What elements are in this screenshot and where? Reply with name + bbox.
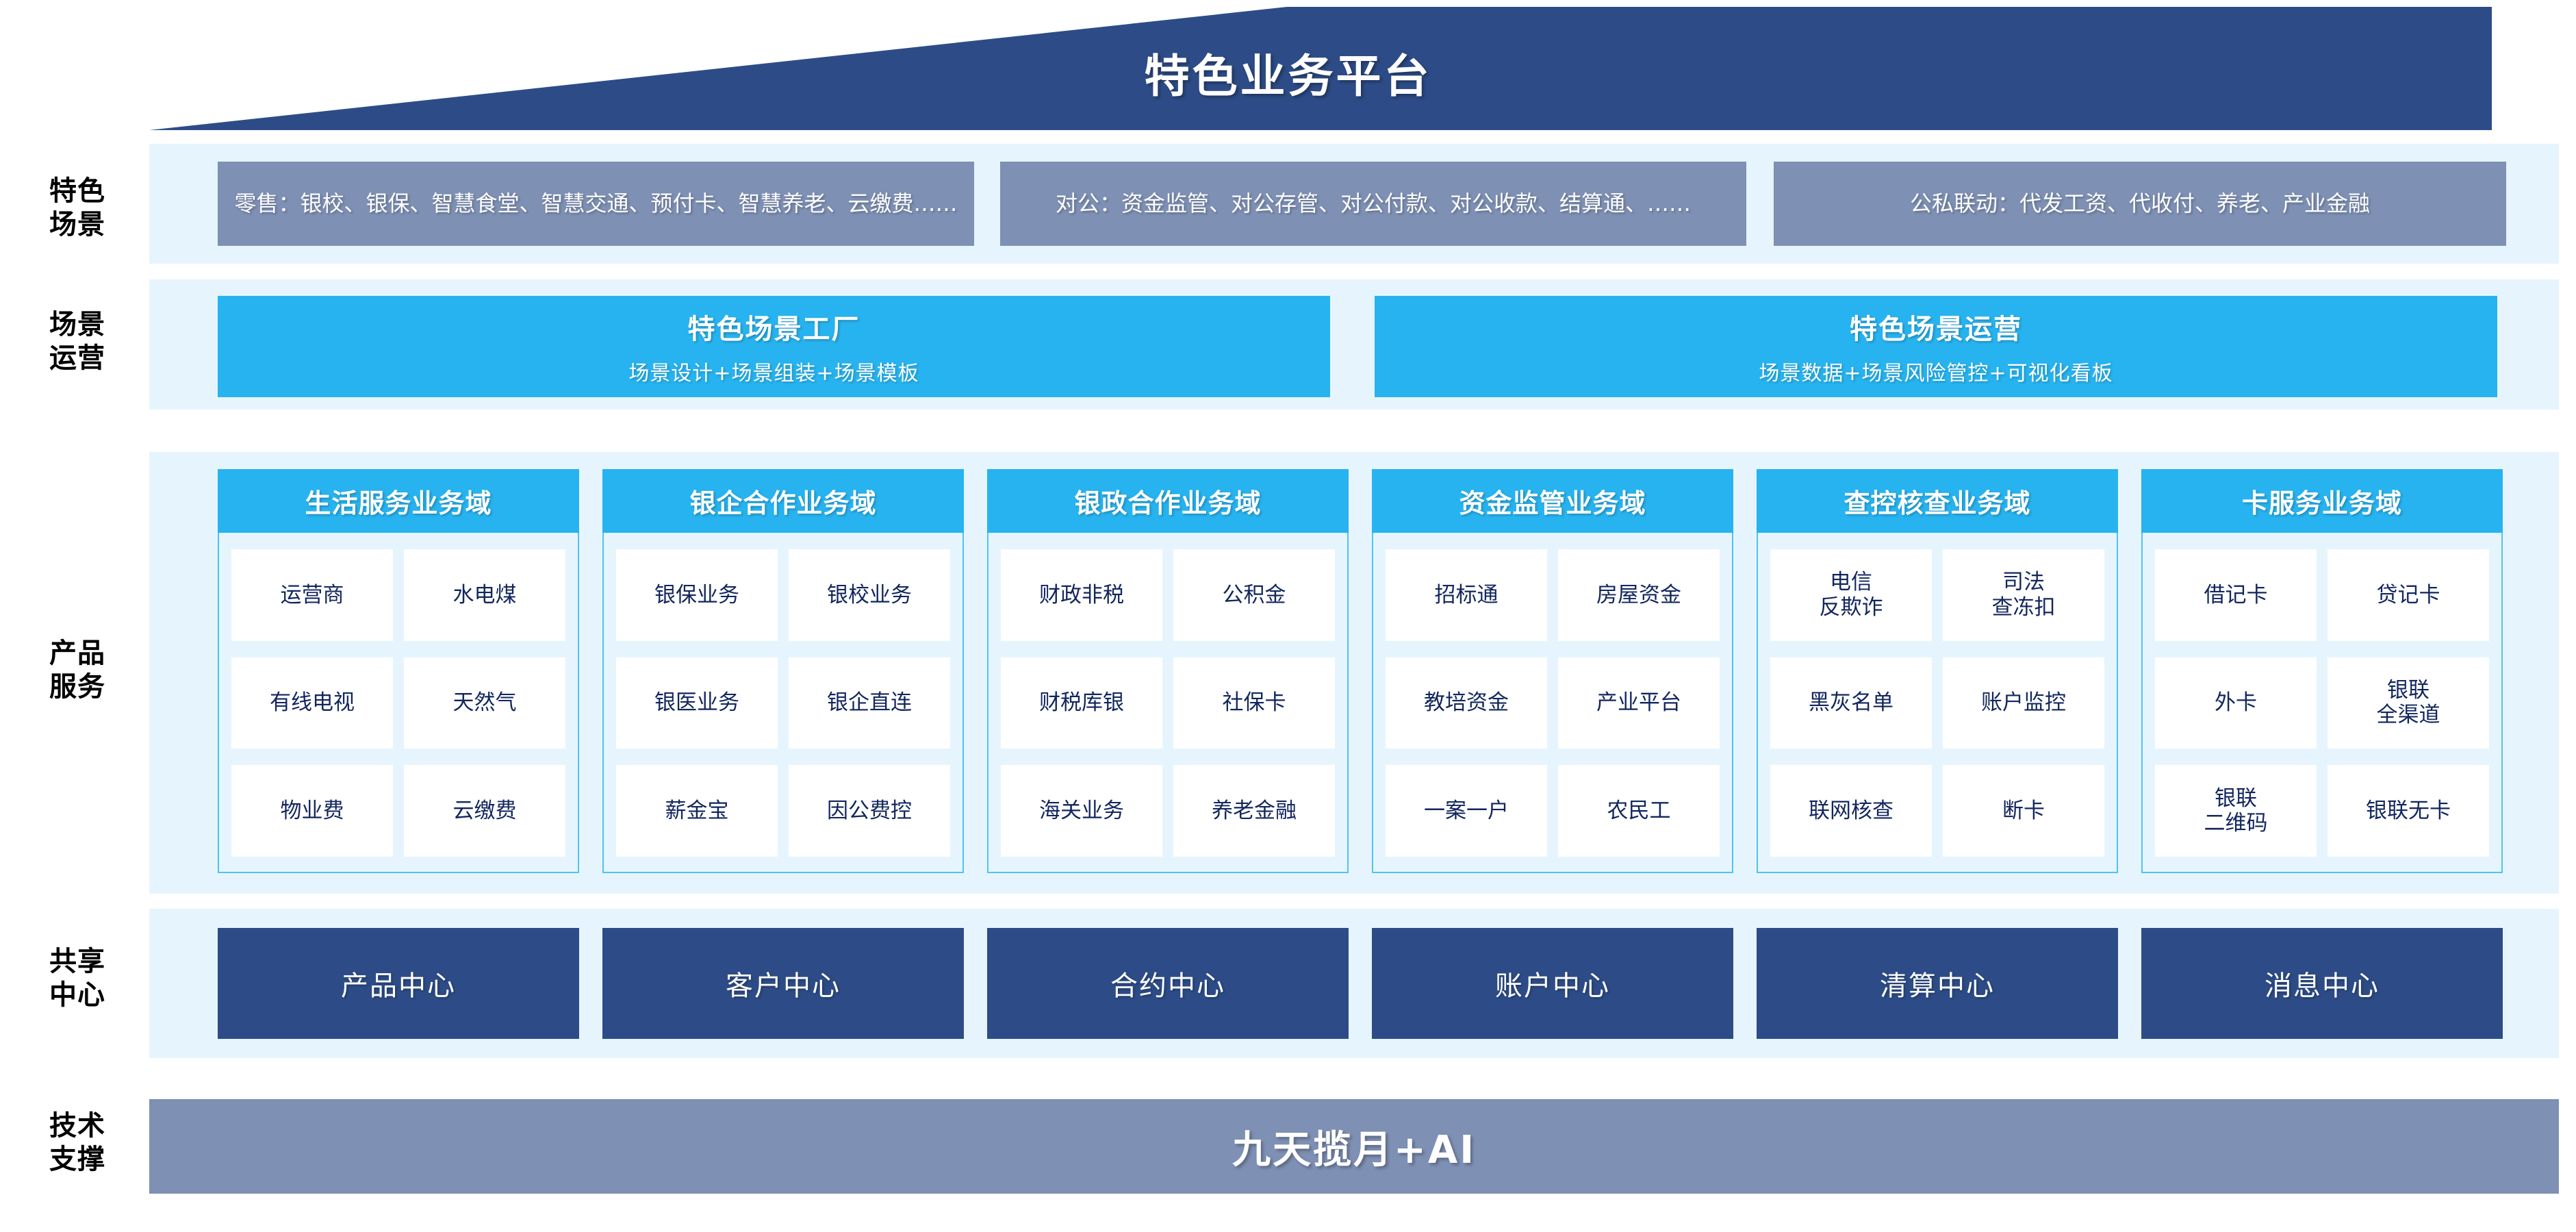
scene-operation-section: 特色场景工厂 场景设计+场景组装+场景模板 特色场景运营 场景数据+场景风险管控…	[149, 279, 2559, 410]
domain-cell[interactable]: 银保业务	[616, 549, 778, 641]
domain-cell[interactable]: 银联 二维码	[2155, 765, 2317, 857]
scenario-box-corporate[interactable]: 对公：资金监管、对公存管、对公付款、对公收款、结算通、……	[1000, 162, 1746, 246]
domain-card-card-service[interactable]: 卡服务业务域 借记卡 贷记卡 外卡 银联 全渠道 银联 二维码 银联无卡	[2141, 469, 2503, 873]
shared-center-customer[interactable]: 客户中心	[602, 928, 964, 1039]
domain-cell[interactable]: 银企直连	[789, 657, 950, 749]
domain-cell[interactable]: 银医业务	[616, 657, 778, 749]
domain-cell[interactable]: 有线电视	[231, 657, 393, 749]
domain-cell[interactable]: 因公费控	[789, 765, 950, 857]
shared-center-account[interactable]: 账户中心	[1372, 928, 1733, 1039]
domain-cell[interactable]: 贷记卡	[2328, 549, 2489, 641]
domain-title-bank-government: 银政合作业务域	[987, 469, 1349, 533]
domain-cell[interactable]: 外卡	[2155, 657, 2317, 749]
domain-title-fund-supervision: 资金监管业务域	[1372, 469, 1733, 533]
domain-cell[interactable]: 物业费	[231, 765, 393, 857]
domain-grid-life-service: 运营商 水电煤 有线电视 天然气 物业费 云缴费	[219, 533, 578, 872]
domain-cell[interactable]: 财政非税	[1001, 549, 1162, 641]
ops-title-scene-operation: 特色场景运营	[1850, 314, 2022, 345]
domain-cell[interactable]: 海关业务	[1001, 765, 1162, 857]
platform-banner: 特色业务平台	[0, 0, 2576, 137]
ops-subtitle-scene-factory: 场景设计+场景组装+场景模板	[628, 362, 919, 386]
domain-title-card-service: 卡服务业务域	[2141, 469, 2503, 533]
domain-cell[interactable]: 一案一户	[1386, 765, 1547, 857]
domain-cell[interactable]: 房屋资金	[1558, 549, 1720, 641]
scenario-section: 零售：银校、银保、智慧食堂、智慧交通、预付卡、智慧养老、云缴费…… 对公：资金监…	[149, 144, 2559, 264]
domain-cell[interactable]: 黑灰名单	[1770, 657, 1932, 749]
ops-title-scene-factory: 特色场景工厂	[687, 314, 860, 345]
product-service-section: 生活服务业务域 运营商 水电煤 有线电视 天然气 物业费 云缴费 银企合作业务域…	[149, 452, 2559, 894]
domain-cell[interactable]: 产业平台	[1558, 657, 1720, 749]
row-label-shared: 共享 中心	[49, 946, 105, 1011]
ops-box-scene-operation[interactable]: 特色场景运营 场景数据+场景风险管控+可视化看板	[1375, 296, 2497, 397]
scenario-box-retail[interactable]: 零售：银校、银保、智慧食堂、智慧交通、预付卡、智慧养老、云缴费……	[218, 162, 974, 246]
domain-cell[interactable]: 电信 反欺诈	[1770, 549, 1932, 641]
tech-support-bar[interactable]: 九天揽月+AI	[149, 1099, 2559, 1194]
domain-cell[interactable]: 教培资金	[1386, 657, 1547, 749]
domain-title-life-service: 生活服务业务域	[218, 469, 579, 533]
shared-center-clearing[interactable]: 清算中心	[1757, 928, 2118, 1039]
domain-cell[interactable]: 云缴费	[404, 765, 565, 857]
row-label-scenario: 特色 场景	[49, 175, 105, 240]
domain-grid-bank-enterprise: 银保业务 银校业务 银医业务 银企直连 薪金宝 因公费控	[604, 533, 962, 872]
page-title: 特色业务平台	[1144, 50, 1432, 103]
domain-cell[interactable]: 薪金宝	[616, 765, 778, 857]
domain-card-fund-supervision[interactable]: 资金监管业务域 招标通 房屋资金 教培资金 产业平台 一案一户 农民工	[1372, 469, 1733, 873]
shared-center-message[interactable]: 消息中心	[2141, 928, 2503, 1039]
domain-grid-bank-government: 财政非税 公积金 财税库银 社保卡 海关业务 养老金融	[989, 533, 1347, 872]
domain-cell[interactable]: 养老金融	[1173, 765, 1335, 857]
row-label-product: 产品 服务	[49, 638, 105, 703]
domain-cell[interactable]: 司法 查冻扣	[1943, 549, 2104, 641]
shared-center-product[interactable]: 产品中心	[218, 928, 579, 1039]
domain-grid-fund-supervision: 招标通 房屋资金 教培资金 产业平台 一案一户 农民工	[1373, 533, 1732, 872]
shared-center-section: 产品中心 客户中心 合约中心 账户中心 清算中心 消息中心	[149, 909, 2559, 1058]
domain-cell[interactable]: 账户监控	[1943, 657, 2104, 749]
domain-cell[interactable]: 公积金	[1173, 549, 1335, 641]
domain-cell[interactable]: 借记卡	[2155, 549, 2317, 641]
domain-grid-inquiry-control: 电信 反欺诈 司法 查冻扣 黑灰名单 账户监控 联网核查 断卡	[1758, 533, 2117, 872]
domain-card-inquiry-control[interactable]: 查控核查业务域 电信 反欺诈 司法 查冻扣 黑灰名单 账户监控 联网核查 断卡	[1757, 469, 2118, 873]
ops-subtitle-scene-operation: 场景数据+场景风险管控+可视化看板	[1759, 362, 2113, 386]
domain-cell[interactable]: 联网核查	[1770, 765, 1932, 857]
domain-title-bank-enterprise: 银企合作业务域	[602, 469, 964, 533]
domain-cell[interactable]: 招标通	[1386, 549, 1547, 641]
domain-card-bank-government[interactable]: 银政合作业务域 财政非税 公积金 财税库银 社保卡 海关业务 养老金融	[987, 469, 1349, 873]
domain-cell[interactable]: 银联 全渠道	[2328, 657, 2489, 749]
domain-grid-card-service: 借记卡 贷记卡 外卡 银联 全渠道 银联 二维码 银联无卡	[2143, 533, 2501, 872]
roof-shape-icon	[149, 7, 2492, 130]
domain-cell[interactable]: 断卡	[1943, 765, 2104, 857]
domain-cell[interactable]: 银校业务	[789, 549, 950, 641]
ops-box-scene-factory[interactable]: 特色场景工厂 场景设计+场景组装+场景模板	[218, 296, 1330, 397]
domain-cell[interactable]: 银联无卡	[2328, 765, 2489, 857]
domain-card-life-service[interactable]: 生活服务业务域 运营商 水电煤 有线电视 天然气 物业费 云缴费	[218, 469, 579, 873]
scenario-box-linkage[interactable]: 公私联动：代发工资、代收付、养老、产业金融	[1774, 162, 2506, 246]
domain-cell[interactable]: 水电煤	[404, 549, 565, 641]
domain-cell[interactable]: 农民工	[1558, 765, 1720, 857]
domain-title-inquiry-control: 查控核查业务域	[1757, 469, 2118, 533]
domain-cell[interactable]: 运营商	[231, 549, 393, 641]
domain-card-bank-enterprise[interactable]: 银企合作业务域 银保业务 银校业务 银医业务 银企直连 薪金宝 因公费控	[602, 469, 964, 873]
row-label-tech: 技术 支撑	[49, 1110, 105, 1175]
domain-cell[interactable]: 社保卡	[1173, 657, 1335, 749]
domain-cell[interactable]: 财税库银	[1001, 657, 1162, 749]
shared-center-contract[interactable]: 合约中心	[987, 928, 1349, 1039]
row-label-operation: 场景 运营	[49, 309, 105, 374]
domain-cell[interactable]: 天然气	[404, 657, 565, 749]
